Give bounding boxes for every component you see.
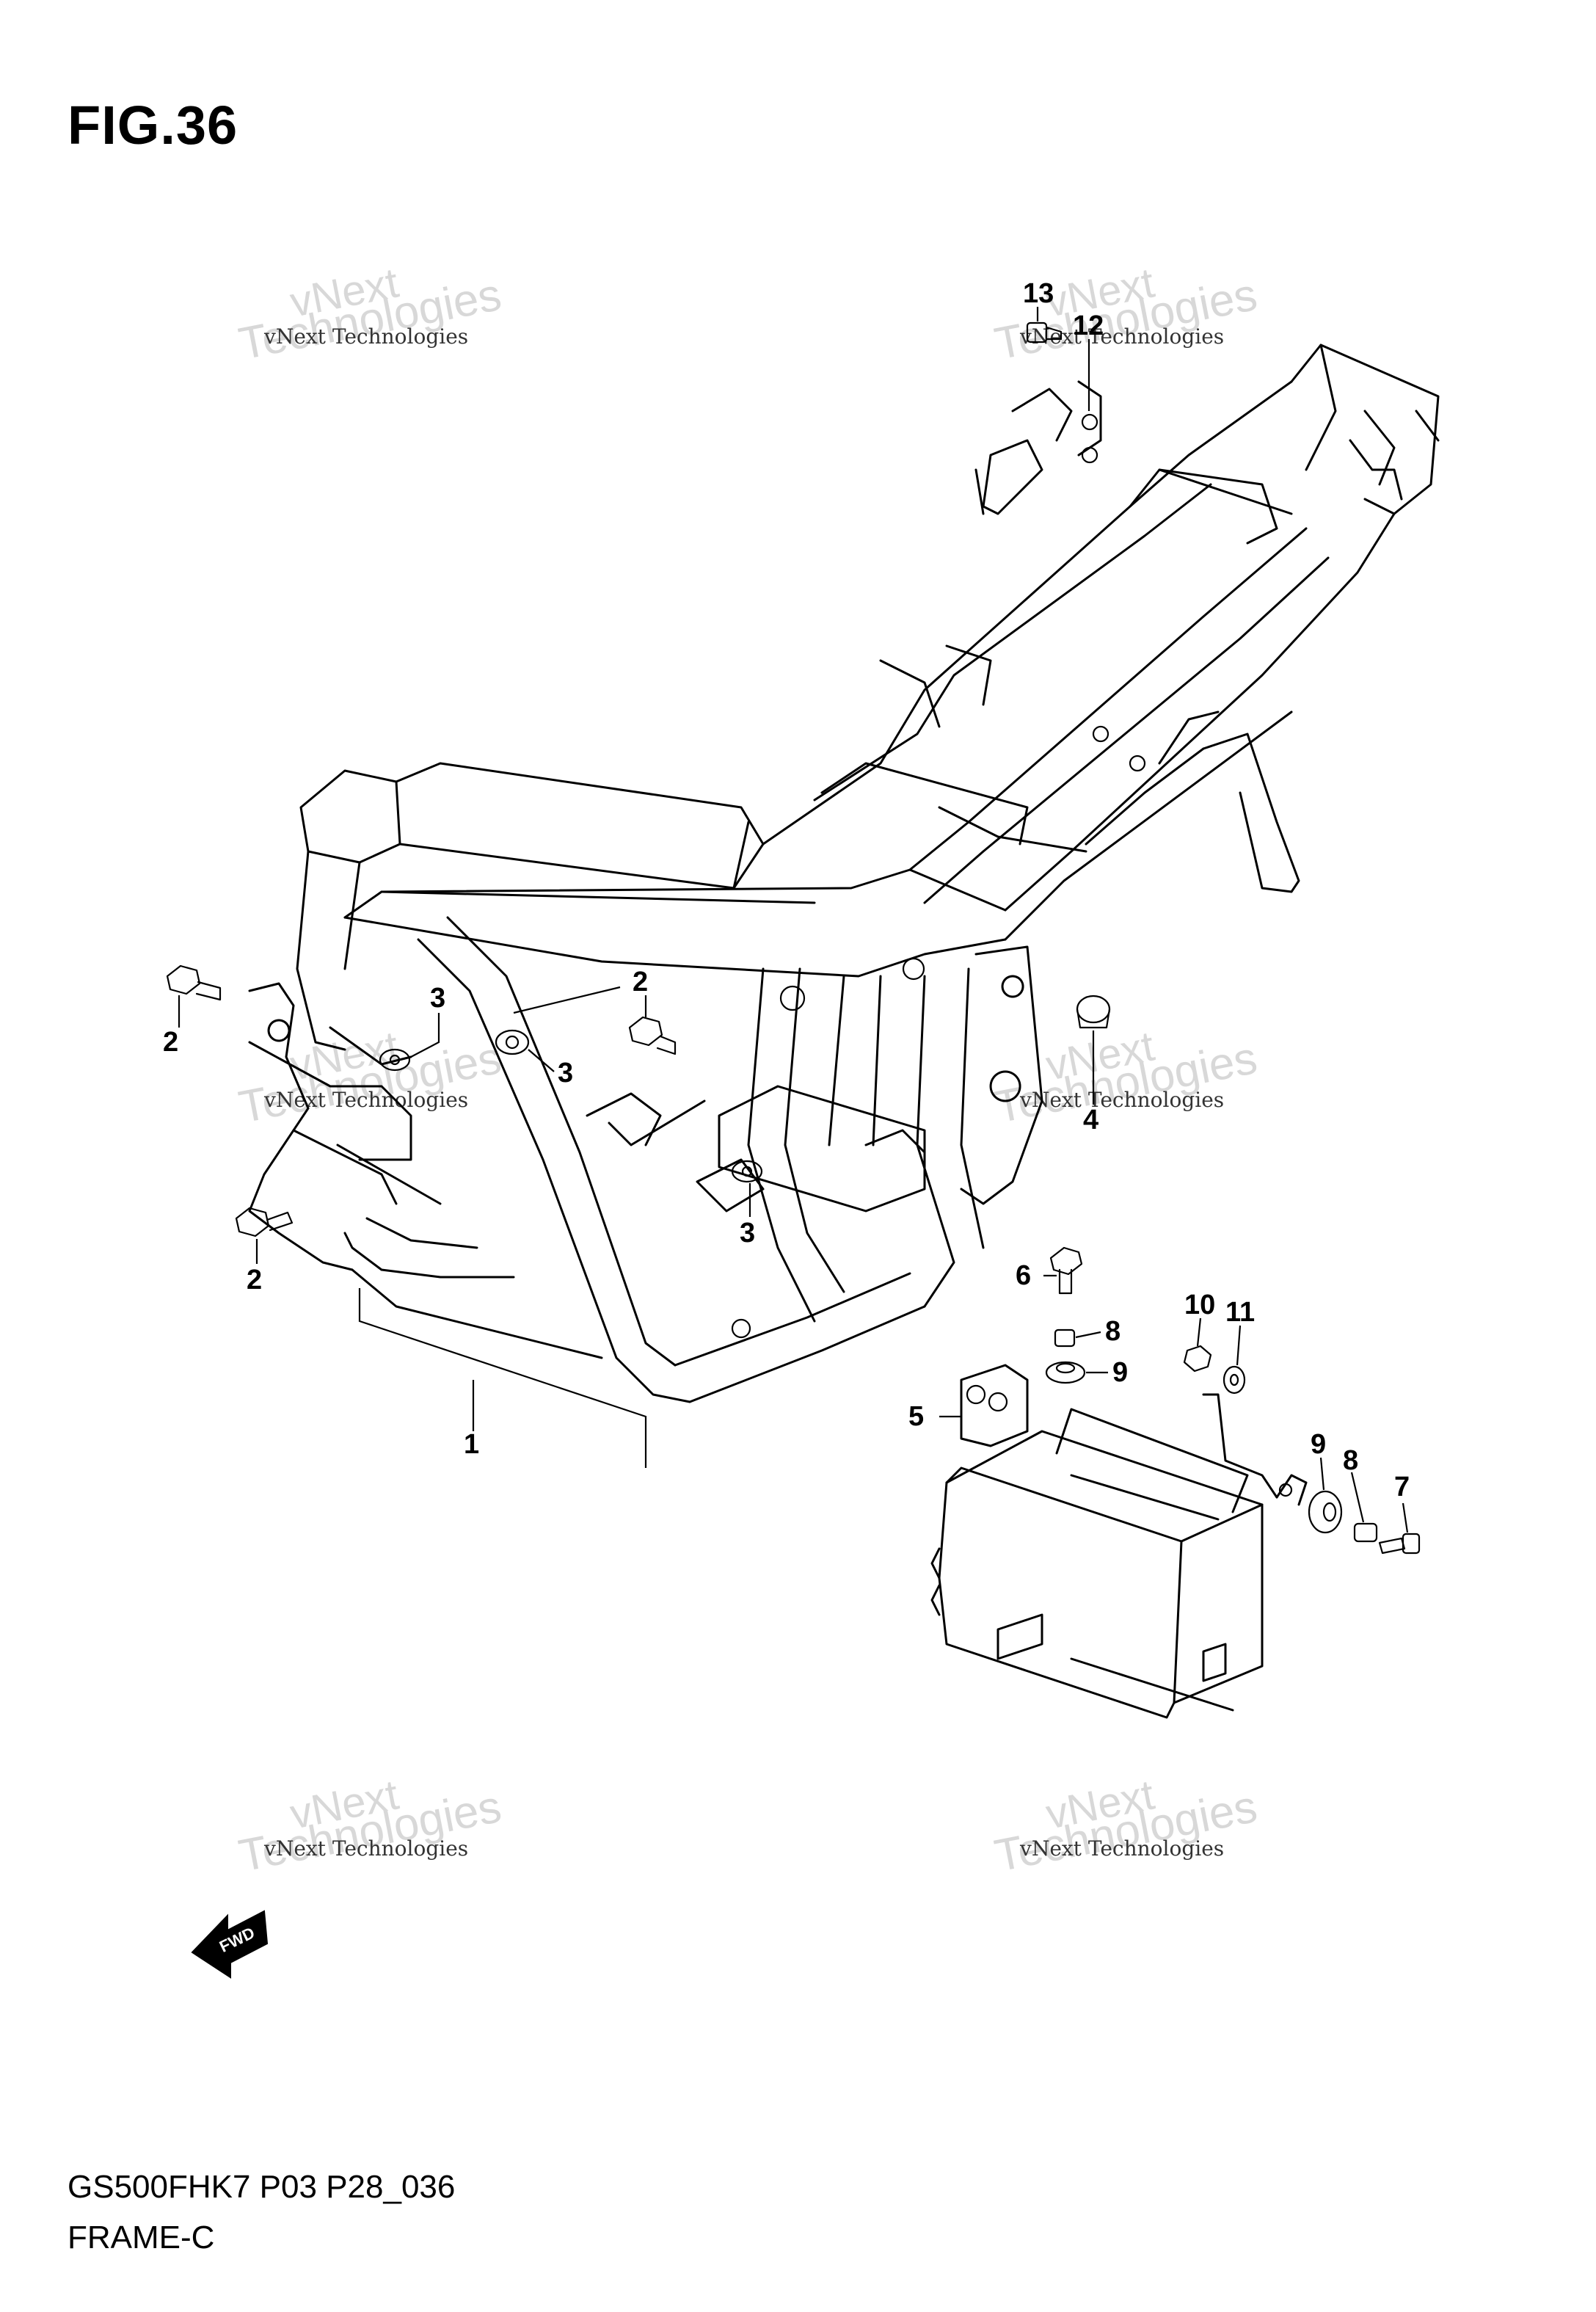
watermark: vNext Technologies vNext Technologies [991, 259, 1299, 426]
callout-2-lower: 2 [247, 1265, 262, 1295]
callout-6: 6 [1016, 1260, 1031, 1291]
watermark: vNext Technologies vNext Technologies [991, 1022, 1299, 1189]
watermark: vNext Technologies vNext Technologies [235, 1771, 543, 1938]
bolt-part-2-middle [628, 1016, 677, 1055]
washer-part-11 [1222, 1365, 1246, 1395]
nut-part-3-c [731, 1160, 763, 1183]
callout-2-middle: 2 [633, 967, 648, 997]
grommet-part-9-upper [1045, 1361, 1086, 1384]
watermark: vNext Technologies vNext Technologies [235, 259, 543, 426]
watermark-small: vNext Technologies [1020, 324, 1225, 349]
grommet-part-9-lower [1308, 1490, 1343, 1534]
watermark-small: vNext Technologies [264, 1088, 469, 1112]
callout-3-c: 3 [740, 1218, 755, 1248]
figure-title: FIG.36 [68, 95, 238, 156]
nut-part-3-b [495, 1029, 530, 1055]
callout-5: 5 [908, 1401, 924, 1432]
callout-7: 7 [1394, 1472, 1410, 1502]
bolt-part-2-upper [166, 964, 222, 1001]
bolt-part-13 [1026, 321, 1063, 343]
callout-9-upper: 9 [1112, 1357, 1128, 1388]
callout-13: 13 [1023, 278, 1054, 309]
diagram-name: FRAME-C [68, 2220, 215, 2255]
callout-8-lower: 8 [1343, 1445, 1358, 1476]
battery-case-part-5 [930, 1364, 1308, 1719]
diagram-code: GS500FHK7 P03 P28_036 [68, 2169, 456, 2205]
spacer-part-8-upper [1054, 1328, 1076, 1348]
bolt-part-2-lower [235, 1207, 294, 1237]
callout-9-lower: 9 [1311, 1429, 1326, 1460]
watermark-small: vNext Technologies [1020, 1088, 1225, 1112]
leader-lines [178, 307, 1409, 1533]
callout-11: 11 [1225, 1297, 1255, 1328]
bolt-part-7 [1378, 1533, 1421, 1555]
nut-part-10 [1183, 1345, 1212, 1373]
callout-1: 1 [464, 1429, 479, 1460]
spacer-part-8-lower [1353, 1522, 1378, 1543]
callout-12: 12 [1073, 310, 1104, 341]
rear-bracket-part [974, 380, 1102, 515]
watermark-small: vNext Technologies [1020, 1836, 1225, 1861]
watermark-small: vNext Technologies [264, 1836, 469, 1861]
nut-part-3-a [379, 1048, 411, 1072]
forward-arrow-icon: FWD [191, 1910, 269, 1979]
callout-10: 10 [1184, 1290, 1215, 1320]
callout-8-upper: 8 [1105, 1316, 1121, 1347]
watermark-small: vNext Technologies [264, 324, 469, 349]
callout-2-upper: 2 [163, 1027, 178, 1058]
watermark: vNext Technologies vNext Technologies [235, 1022, 543, 1189]
watermark: vNext Technologies vNext Technologies [991, 1771, 1299, 1938]
bolt-part-6 [1049, 1246, 1083, 1295]
callout-3-b: 3 [558, 1058, 573, 1088]
main-frame [248, 343, 1440, 1405]
callout-4: 4 [1083, 1105, 1098, 1135]
cap-part-4 [1076, 995, 1111, 1029]
callout-3-a: 3 [430, 983, 445, 1014]
